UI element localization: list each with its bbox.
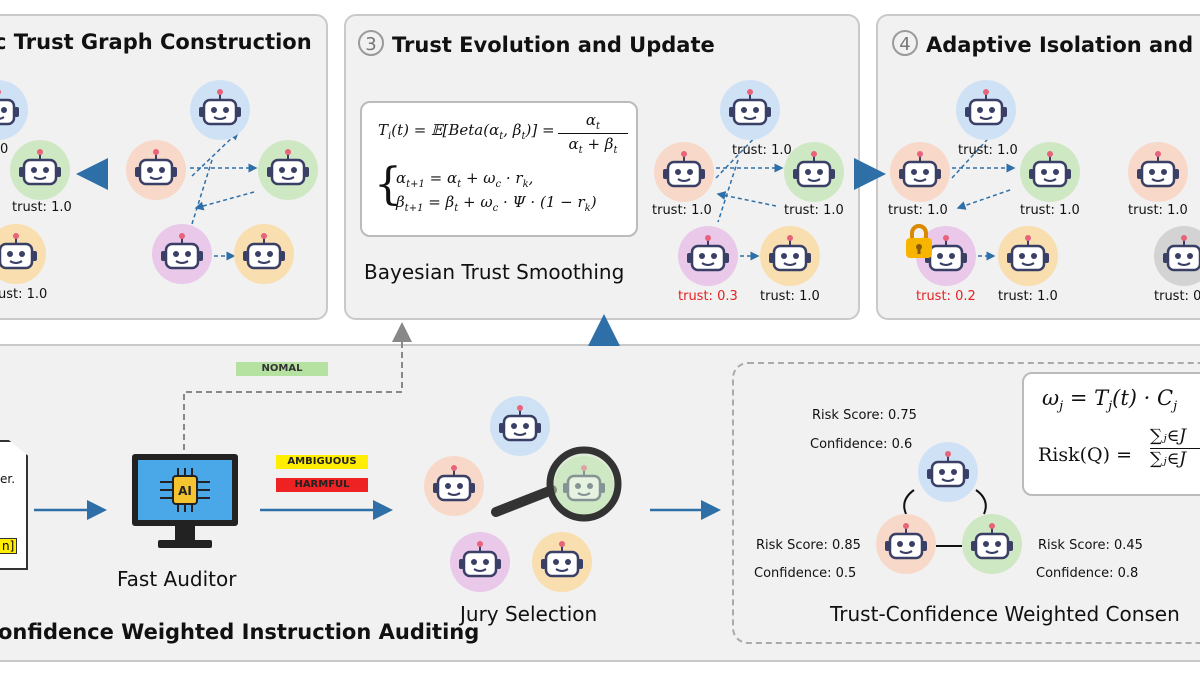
confidence-label: Confidence: 0.8 [1036,566,1139,581]
tag-normal: NOMAL [236,362,328,376]
formula-risk-numerator: ∑ⱼ∈J [1150,426,1187,446]
caption-bayesian-smoothing: Bayesian Trust Smoothing [364,260,625,284]
robot-agent-icon [918,442,978,502]
trust-label: trust: 1.0 [732,143,792,158]
step-number-3: 3 [358,30,384,56]
section-title-auditing: onfidence Weighted Instruction Auditing [0,620,480,644]
robot-agent-icon [0,224,46,284]
robot-agent-icon [152,224,212,284]
robot-agent-icon [126,140,186,200]
robot-agent-icon [962,514,1022,574]
trust-label: trust: 1.0 [784,203,844,218]
panel-title-text: Adaptive Isolation and Re [926,33,1200,57]
confidence-label: Confidence: 0.5 [754,566,857,581]
formula-expectation: Ti(t) = 𝔼[Beta(αt, βt)] = [378,121,555,142]
risk-score-label: Risk Score: 0.75 [812,408,917,423]
trust-label: trust: 1.0 [1128,203,1188,218]
trust-label: trust: 1.0 [888,203,948,218]
fast-auditor-label: Fast Auditor [117,567,237,591]
robot-agent-icon [998,226,1058,286]
trust-label: ust: 1.0 [0,287,48,302]
robot-agent-icon [234,224,294,284]
formula-fraction: αt αt + βt [558,111,628,156]
document-highlight: n] [0,538,18,554]
robot-agent-icon [190,80,250,140]
formula-alpha-update: αt+1 = αt + ωc · rk, [396,169,534,190]
robot-agent-icon [532,532,592,592]
robot-agent-icon [876,514,936,574]
formula-brace: { [374,159,402,210]
bayesian-formula-box: Ti(t) = 𝔼[Beta(αt, βt)] = αt αt + βt { α… [360,101,638,237]
document-text: er. [0,472,16,486]
formula-risk-denominator: ∑ⱼ∈J [1150,448,1200,469]
trust-label-low: trust: 0.2 [916,289,976,304]
robot-agent-icon [0,80,28,140]
robot-agent-icon [1154,226,1200,286]
risk-score-label: Risk Score: 0.85 [756,538,861,553]
panel-title-trust-evolution: 3 Trust Evolution and Update [358,30,715,57]
step-number-4: 4 [892,30,918,56]
robot-agent-icon [450,532,510,592]
lock-icon [902,222,936,260]
robot-agent-icon [1020,142,1080,202]
robot-agent-icon [890,142,950,202]
risk-score-label: Risk Score: 0.45 [1038,538,1143,553]
trust-label: trust: 1.0 [760,289,820,304]
formula-risk-lhs: Risk(Q) = [1038,444,1133,466]
robot-agent-icon [1128,142,1188,202]
robot-agent-icon [490,396,550,456]
trust-label-low: trust: 0.3 [678,289,738,304]
panel-title-text: Trust Evolution and Update [392,33,715,57]
trust-label: trust: 1.0 [958,143,1018,158]
robot-agent-icon [424,456,484,516]
trust-label: trust: 1.0 [1020,203,1080,218]
robot-agent-icon [654,142,714,202]
robot-agent-icon [258,140,318,200]
trust-label: trust: 1.0 [652,203,712,218]
consensus-title: Trust-Confidence Weighted Consen [830,602,1180,626]
formula-risk-fraction: ∑ⱼ∈J ∑ⱼ∈J [1150,426,1200,469]
trust-label: trust: 1.0 [998,289,1058,304]
tag-ambiguous: AMBIGUOUS [276,455,368,469]
robot-agent-icon [720,80,780,140]
consensus-formula-box: ωj = Tj(t) · Cj Risk(Q) = ∑ⱼ∈J ∑ⱼ∈J [1022,372,1200,496]
robot-agent-icon [784,142,844,202]
trust-label: trust: 0 [1154,289,1200,304]
robot-agent-icon [760,226,820,286]
robot-agent-icon [10,140,70,200]
formula-weight: ωj = Tj(t) · Cj [1042,386,1178,415]
robot-agent-icon [678,226,738,286]
robot-agent-icon [956,80,1016,140]
magnifier-icon [488,440,638,530]
trust-label: trust: 1.0 [12,200,72,215]
formula-beta-update: βt+1 = βt + ωc · Ψ · (1 − rk) [396,193,597,214]
trust-label: 0 [0,142,9,157]
tag-harmful: HARMFUL [276,478,368,492]
jury-selection-label: Jury Selection [460,602,598,626]
svg-text:AI: AI [178,484,192,498]
confidence-label: Confidence: 0.6 [810,437,913,452]
panel-title-trust-graph: c Trust Graph Construction [0,30,312,54]
monitor-icon: AI [130,452,240,552]
consensus-box [732,362,1200,644]
panel-title-adaptive-isolation: 4 Adaptive Isolation and Re [892,30,1200,57]
